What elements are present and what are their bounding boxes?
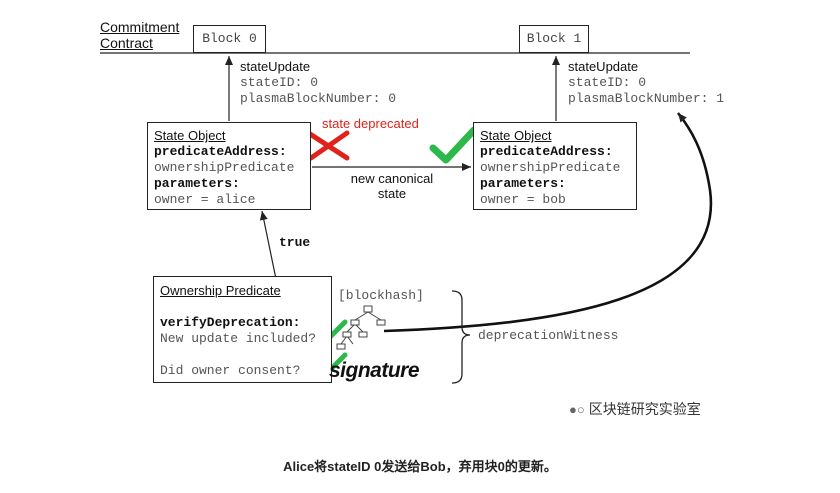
signature-label: signature: [329, 359, 420, 382]
block-1: Block 1: [519, 25, 589, 53]
state-object-right: State Object predicateAddress: ownership…: [473, 122, 637, 210]
state-update-left-id: stateID: 0: [240, 75, 319, 90]
canonical-state-label: new canonical state: [342, 171, 442, 201]
verify-deprecation-label: verifyDeprecation:: [160, 315, 301, 330]
state-object-right-params-label: parameters:: [480, 176, 566, 191]
witness-brace: [451, 290, 471, 384]
merkle-tree-icon: [336, 305, 386, 350]
canonical-state-line2: state: [377, 186, 407, 201]
blockhash-label: [blockhash]: [338, 288, 424, 303]
state-object-right-params-value: owner = bob: [480, 192, 566, 207]
arrow-curve-witness: [383, 112, 713, 333]
question-owner-consent: Did owner consent?: [160, 363, 301, 378]
wechat-icon: ●○: [569, 401, 585, 417]
block-1-label: Block 1: [526, 31, 582, 46]
deprecation-witness-label: deprecationWitness: [478, 328, 619, 343]
state-update-left-title: stateUpdate: [240, 59, 311, 74]
state-object-left-predicate-value: ownershipPredicate: [154, 160, 295, 175]
state-update-right-title: stateUpdate: [568, 59, 639, 74]
ownership-predicate-title: Ownership Predicate: [160, 283, 281, 298]
block-0-label: Block 0: [202, 31, 257, 46]
block-0: Block 0: [193, 25, 266, 53]
watermark: ●○ 区块链研究实验室: [569, 399, 701, 419]
state-update-right: stateUpdate stateID: 0 plasmaBlockNumber…: [568, 59, 724, 107]
state-object-left-title: State Object: [154, 128, 226, 143]
commitment-contract-label: Commitment Contract: [100, 19, 179, 51]
cross-icon: [307, 130, 350, 161]
caption: Alice将stateID 0发送给Bob，弃用块0的更新。: [283, 459, 557, 474]
true-label: true: [279, 235, 311, 250]
state-object-left: State Object predicateAddress: ownership…: [147, 122, 311, 210]
state-update-right-block: plasmaBlockNumber: 1: [568, 91, 725, 106]
state-object-left-params-label: parameters:: [154, 176, 240, 191]
watermark-text: 区块链研究实验室: [588, 401, 701, 417]
state-object-right-predicate-value: ownershipPredicate: [480, 160, 621, 175]
state-object-right-predicate-label: predicateAddress:: [480, 144, 613, 159]
state-update-left-block: plasmaBlockNumber: 0: [240, 91, 397, 106]
state-update-left: stateUpdate stateID: 0 plasmaBlockNumber…: [240, 59, 396, 107]
state-update-right-id: stateID: 0: [568, 75, 647, 90]
state-deprecated-label: state deprecated: [322, 116, 419, 131]
state-object-left-predicate-label: predicateAddress:: [154, 144, 287, 159]
state-object-left-params-value: owner = alice: [154, 192, 256, 207]
canonical-state-line1: new canonical: [350, 171, 434, 186]
ownership-predicate-box: Ownership Predicate ​ verifyDeprecation:…: [153, 276, 332, 383]
question-update-included: New update included?: [160, 331, 317, 346]
commitment-contract-line2: Contract: [100, 35, 153, 51]
check-icon-state-right: [429, 126, 478, 164]
state-object-right-title: State Object: [480, 128, 552, 143]
commitment-contract-line1: Commitment: [100, 19, 180, 35]
